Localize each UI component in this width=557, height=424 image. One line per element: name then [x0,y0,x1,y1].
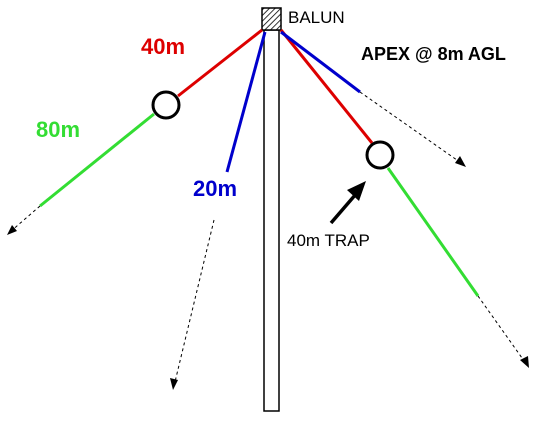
right-20m-element [280,30,361,94]
guide-line-lower-right [477,295,528,366]
guide-line-center [173,219,215,387]
arrowhead-lower-right [520,356,529,368]
mast [263,29,280,412]
arrowhead-left [7,225,17,235]
left-80m-element [39,112,155,208]
left-20m-element [225,31,267,173]
arrowhead-upper-right [455,156,466,167]
band-20m-label: 20m [193,176,237,201]
guide-lines [9,91,528,387]
band-80m-label: 80m [36,117,80,142]
right-40m-trap [365,140,395,170]
balun-label: BALUN [288,8,345,27]
guide-arrowheads [7,156,529,390]
balun-box [261,7,282,31]
guide-line-left [9,205,41,233]
trap-pointer-arrow [329,192,358,225]
right-40m-element [279,29,374,144]
trap-label: 40m TRAP [287,231,370,250]
trap-pointer-arrowhead [347,181,366,201]
arrowhead-center [170,378,178,390]
left-40m-element [177,28,263,98]
right-80m-element [386,167,480,297]
apex-label: APEX @ 8m AGL [361,44,506,64]
band-40m-label: 40m [141,34,185,59]
left-40m-trap [151,90,181,120]
